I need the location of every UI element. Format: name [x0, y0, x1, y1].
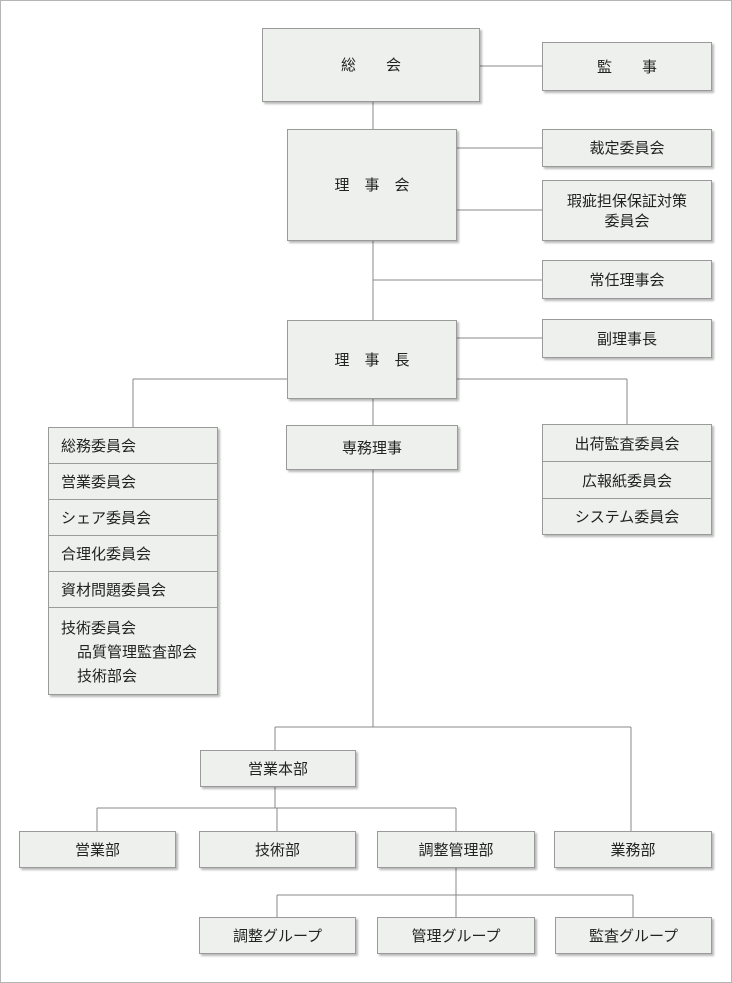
- sales-hq-label: 営業本部: [247, 759, 308, 778]
- right-committee-stack: 出荷監査委員会 広報紙委員会 システム委員会: [542, 424, 712, 535]
- committee-label: 広報紙委員会: [581, 471, 672, 490]
- standing-board-label: 常任理事会: [589, 270, 665, 289]
- committee-label: システム委員会: [574, 508, 680, 526]
- committee-label: 合理化委員会: [61, 545, 152, 563]
- sales-dept-box: 営業部: [19, 831, 176, 868]
- management-group-box: 管理グループ: [377, 917, 535, 954]
- board-label: 理 事 会: [334, 176, 410, 194]
- executive-director-label: 専務理事: [341, 438, 402, 457]
- committee-general-affairs: 総務委員会: [49, 428, 217, 464]
- left-committee-stack: 総務委員会 営業委員会 シェア委員会 合理化委員会 資材問題委員会 技術委員会 …: [48, 427, 218, 695]
- audit-group-label: 監査グループ: [588, 926, 679, 945]
- vice-chairman-box: 副理事長: [542, 319, 712, 358]
- committee-rationalization: 合理化委員会: [49, 536, 217, 572]
- audit-group-box: 監査グループ: [555, 917, 712, 954]
- subcommittee-quality-audit: 品質管理監査部会: [77, 643, 198, 661]
- auditor-box: 監 事: [542, 42, 712, 91]
- committee-materials: 資材問題委員会: [49, 572, 217, 608]
- board-box: 理 事 会: [287, 129, 457, 241]
- committee-newsletter: 広報紙委員会: [543, 462, 711, 499]
- committee-technical: 技術委員会 品質管理監査部会 技術部会: [49, 608, 217, 694]
- coordination-dept-label: 調整管理部: [418, 840, 494, 859]
- committee-label: 営業委員会: [61, 473, 137, 491]
- committee-label: 資材問題委員会: [61, 581, 167, 599]
- committee-label: 総務委員会: [61, 437, 137, 455]
- general-assembly-label: 総 会: [340, 56, 401, 74]
- subcommittee-technical: 技術部会: [77, 667, 138, 685]
- vice-chairman-label: 副理事長: [596, 329, 657, 348]
- committee-sales: 営業委員会: [49, 464, 217, 500]
- tech-dept-label: 技術部: [254, 840, 300, 859]
- chairman-label: 理 事 長: [334, 350, 410, 369]
- chairman-box: 理 事 長: [287, 320, 457, 399]
- standing-board-box: 常任理事会: [542, 260, 712, 299]
- tech-dept-box: 技術部: [199, 831, 356, 868]
- arbitration-committee-box: 裁定委員会: [542, 129, 712, 167]
- committee-share: シェア委員会: [49, 500, 217, 536]
- executive-director-box: 専務理事: [286, 425, 458, 470]
- committee-technical-label: 技術委員会: [61, 619, 137, 637]
- business-dept-box: 業務部: [554, 831, 712, 868]
- committee-label: 出荷監査委員会: [574, 434, 680, 453]
- defect-committee-box: 瑕疵担保保証対策 委員会: [542, 180, 712, 241]
- sales-dept-label: 営業部: [74, 840, 120, 859]
- management-group-label: 管理グループ: [411, 926, 501, 945]
- coordination-dept-box: 調整管理部: [377, 831, 535, 868]
- auditor-label: 監 事: [596, 57, 657, 76]
- committee-system: システム委員会: [543, 499, 711, 534]
- general-assembly-box: 総 会: [262, 28, 480, 102]
- arbitration-committee-label: 裁定委員会: [589, 139, 665, 157]
- coordination-group-box: 調整グループ: [199, 917, 356, 954]
- committee-label: シェア委員会: [61, 509, 152, 527]
- sales-hq-box: 営業本部: [200, 750, 356, 787]
- business-dept-label: 業務部: [610, 840, 656, 859]
- coordination-group-label: 調整グループ: [232, 926, 323, 945]
- defect-committee-label: 瑕疵担保保証対策 委員会: [566, 191, 687, 230]
- committee-shipping-audit: 出荷監査委員会: [543, 425, 711, 462]
